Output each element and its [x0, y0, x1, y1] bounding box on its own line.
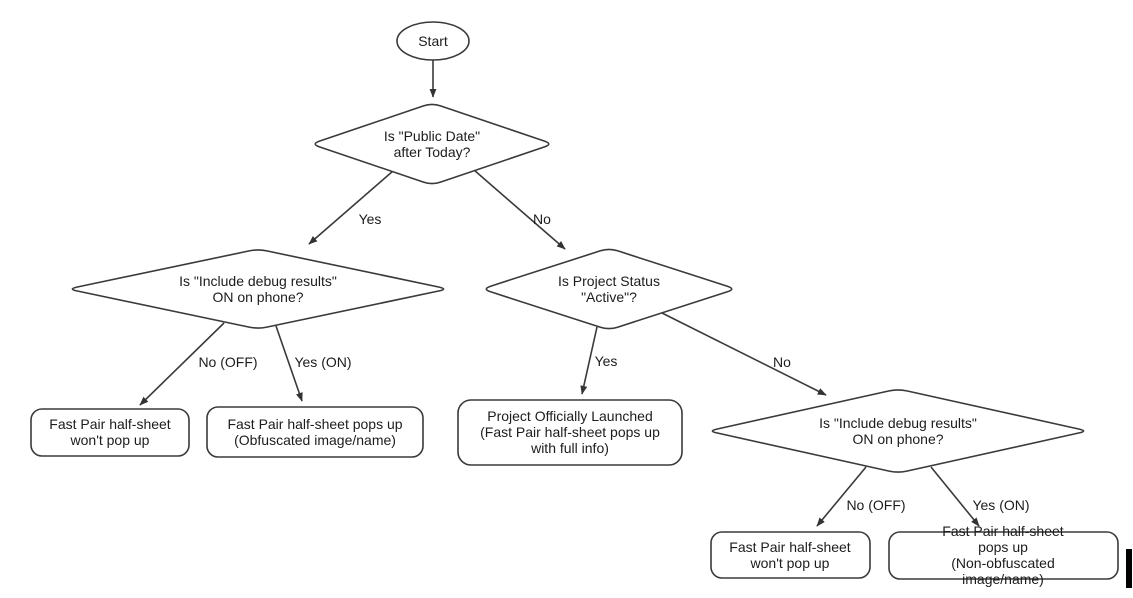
edge-debug-left-yes-on — [275, 325, 303, 402]
no-popup-left-result-shape — [30, 408, 190, 457]
edge-label-yes-on-left: Yes (ON) — [294, 354, 352, 370]
edge-debug-right-no-off — [816, 466, 867, 527]
no-popup-left-result-label: Fast Pair half-sheet won't pop up — [49, 416, 171, 448]
edge-status-no — [661, 312, 827, 396]
no-popup-right-result-shape — [710, 531, 871, 579]
project-status-decision-shape — [485, 248, 733, 330]
start-node-label: Start — [418, 33, 448, 49]
edge-label-yes-launch: Yes — [594, 353, 618, 369]
non-obfuscated-result-shape — [888, 531, 1119, 580]
edge-label-no-off-left: No (OFF) — [198, 354, 258, 370]
edge-public-date-yes — [308, 170, 394, 245]
edge-label-yes-on-right: Yes (ON) — [972, 497, 1030, 513]
node-shapes — [30, 21, 1119, 580]
edge-debug-left-no-off — [139, 322, 225, 406]
edge-label-no-off-right: No (OFF) — [846, 497, 906, 513]
obfuscated-result-shape — [206, 406, 424, 458]
debug-right-decision-label: Is "Include debug results" ON on phone? — [819, 415, 977, 447]
public-date-decision-label: Is "Public Date" after Today? — [383, 128, 481, 160]
launched-result-label: Project Officially Launched (Fast Pair h… — [480, 408, 660, 456]
launched-result-shape — [457, 399, 683, 466]
edge-label-no-to-debug: No — [773, 354, 791, 370]
start-node-shape — [396, 21, 470, 61]
edge-public-date-no — [473, 169, 566, 250]
no-popup-right-result-label: Fast Pair half-sheet won't pop up — [729, 539, 851, 571]
public-date-decision-shape — [314, 103, 550, 185]
debug-left-decision-shape — [71, 249, 445, 329]
project-status-decision-label: Is Project Status "Active"? — [558, 273, 660, 305]
debug-left-decision-label: Is "Include debug results" ON on phone? — [179, 273, 337, 305]
obfuscated-result-label: Fast Pair half-sheet pops up (Obfuscated… — [227, 416, 403, 448]
edges — [139, 60, 980, 527]
edge-debug-right-yes-on — [930, 466, 980, 527]
text-cursor — [1126, 549, 1132, 588]
edge-label-yes-left: Yes — [358, 211, 382, 227]
non-obfuscated-result-label: Fast Pair half-sheet pops up (Non-obfusc… — [942, 523, 1064, 587]
edge-label-no-right: No — [533, 211, 551, 227]
debug-right-decision-shape — [711, 389, 1085, 473]
edge-status-yes — [580, 326, 598, 395]
